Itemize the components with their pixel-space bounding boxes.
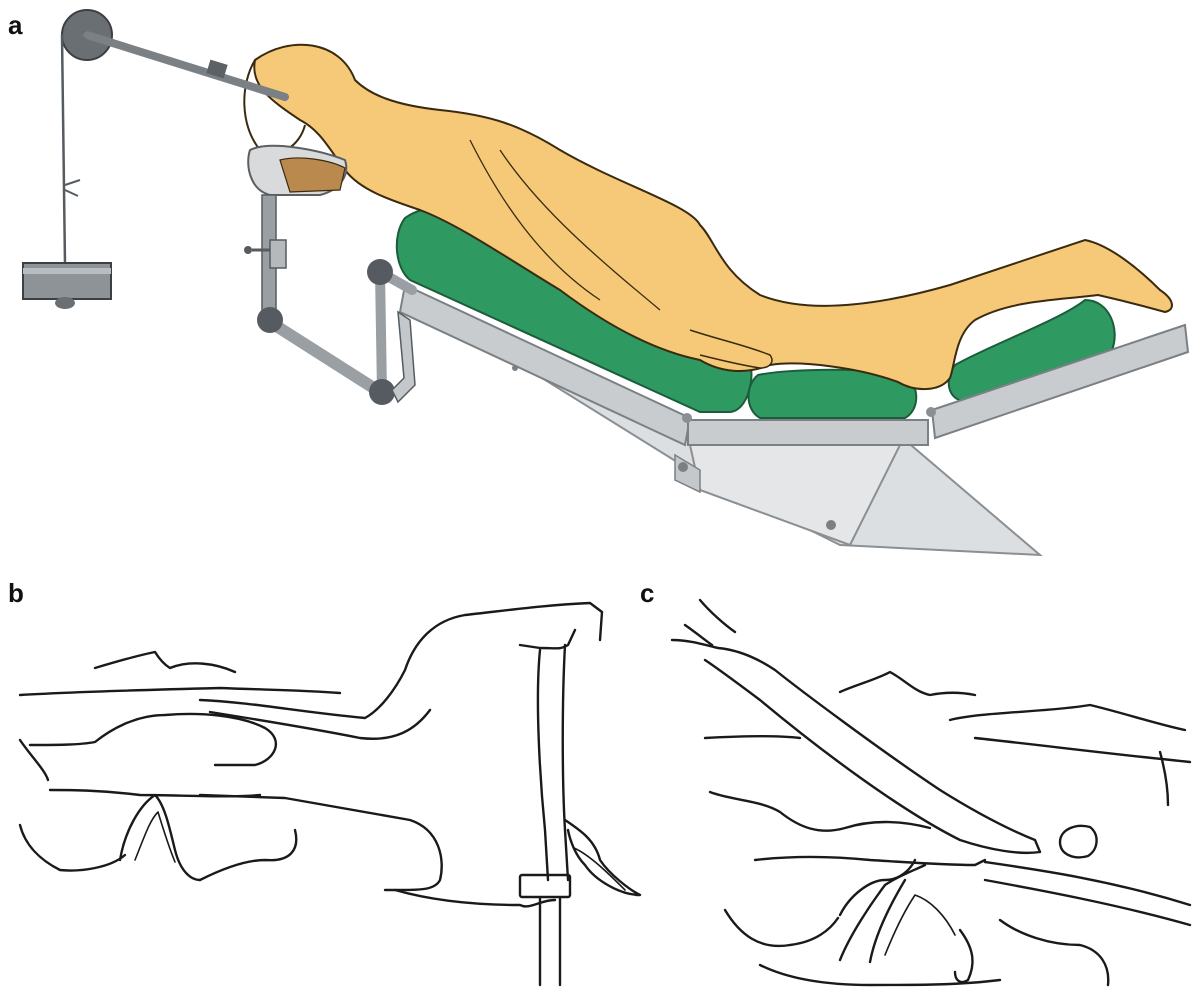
head-clamp-frame bbox=[244, 195, 415, 405]
traction-system bbox=[23, 10, 285, 309]
traction-rope bbox=[62, 35, 65, 265]
panel-a-illustration bbox=[23, 10, 1188, 555]
panel-b-line-drawing bbox=[20, 603, 640, 985]
face-support bbox=[248, 146, 346, 195]
panel-c-line-drawing bbox=[672, 600, 1190, 985]
